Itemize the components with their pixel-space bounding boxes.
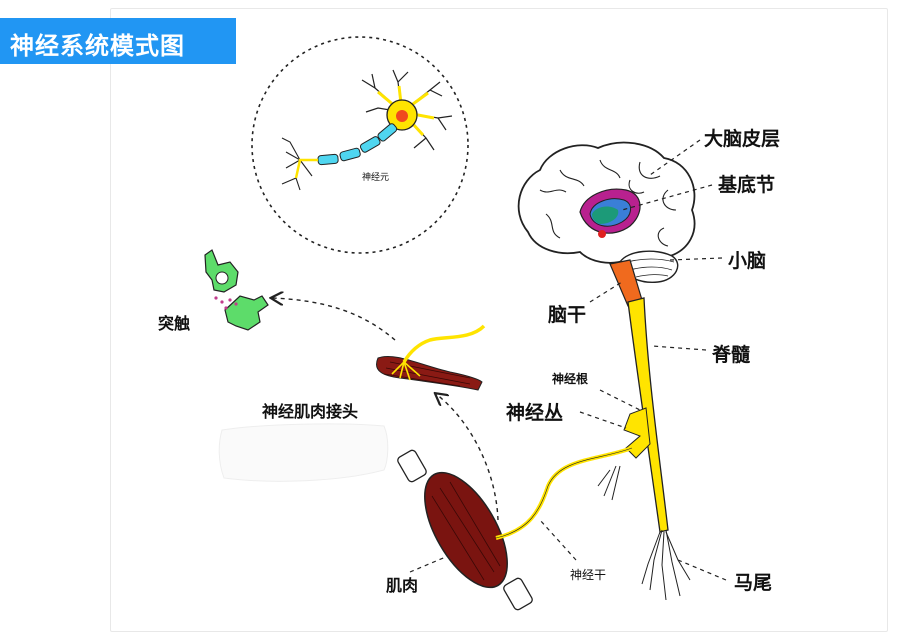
plexus-leader bbox=[579, 411, 627, 429]
page-title: 神经系统模式图 bbox=[10, 32, 185, 60]
muscle-illustration bbox=[397, 449, 533, 611]
cortex-leader bbox=[649, 139, 701, 176]
label-basal-ganglia: 基底节 bbox=[718, 174, 776, 196]
label-plexus: 神经丛 bbox=[506, 402, 564, 424]
root-leader bbox=[599, 389, 641, 411]
label-neuron: 神经元 bbox=[362, 173, 390, 183]
trunk-leader bbox=[539, 519, 577, 561]
label-nerve-root: 神经根 bbox=[552, 372, 589, 386]
label-brainstem: 脑干 bbox=[548, 304, 587, 326]
neuron-illustration bbox=[251, 36, 469, 254]
nmj-illustration bbox=[376, 324, 486, 391]
spinal-leader bbox=[651, 345, 707, 351]
label-nmj: 神经肌肉接头 bbox=[262, 402, 359, 421]
muscle-leader bbox=[409, 555, 449, 573]
cerebellum-leader bbox=[669, 257, 723, 261]
label-nerve-trunk: 神经干 bbox=[570, 568, 607, 582]
brain-illustration bbox=[517, 141, 696, 307]
label-muscle: 肌肉 bbox=[386, 576, 419, 595]
label-spinal-cord: 脊髓 bbox=[712, 344, 751, 366]
synapse-illustration bbox=[204, 249, 269, 331]
cauda-leader bbox=[677, 559, 727, 581]
label-cerebellum: 小脑 bbox=[728, 250, 767, 272]
label-cortex: 大脑皮层 bbox=[704, 128, 781, 150]
label-cauda-equina: 马尾 bbox=[734, 572, 773, 594]
label-synapse: 突触 bbox=[158, 314, 191, 333]
spinal-cord-illustration bbox=[495, 297, 691, 601]
title-banner: 神经系统模式图 bbox=[0, 18, 236, 64]
diagram-frame bbox=[110, 8, 888, 632]
brainstem-leader bbox=[589, 281, 623, 303]
